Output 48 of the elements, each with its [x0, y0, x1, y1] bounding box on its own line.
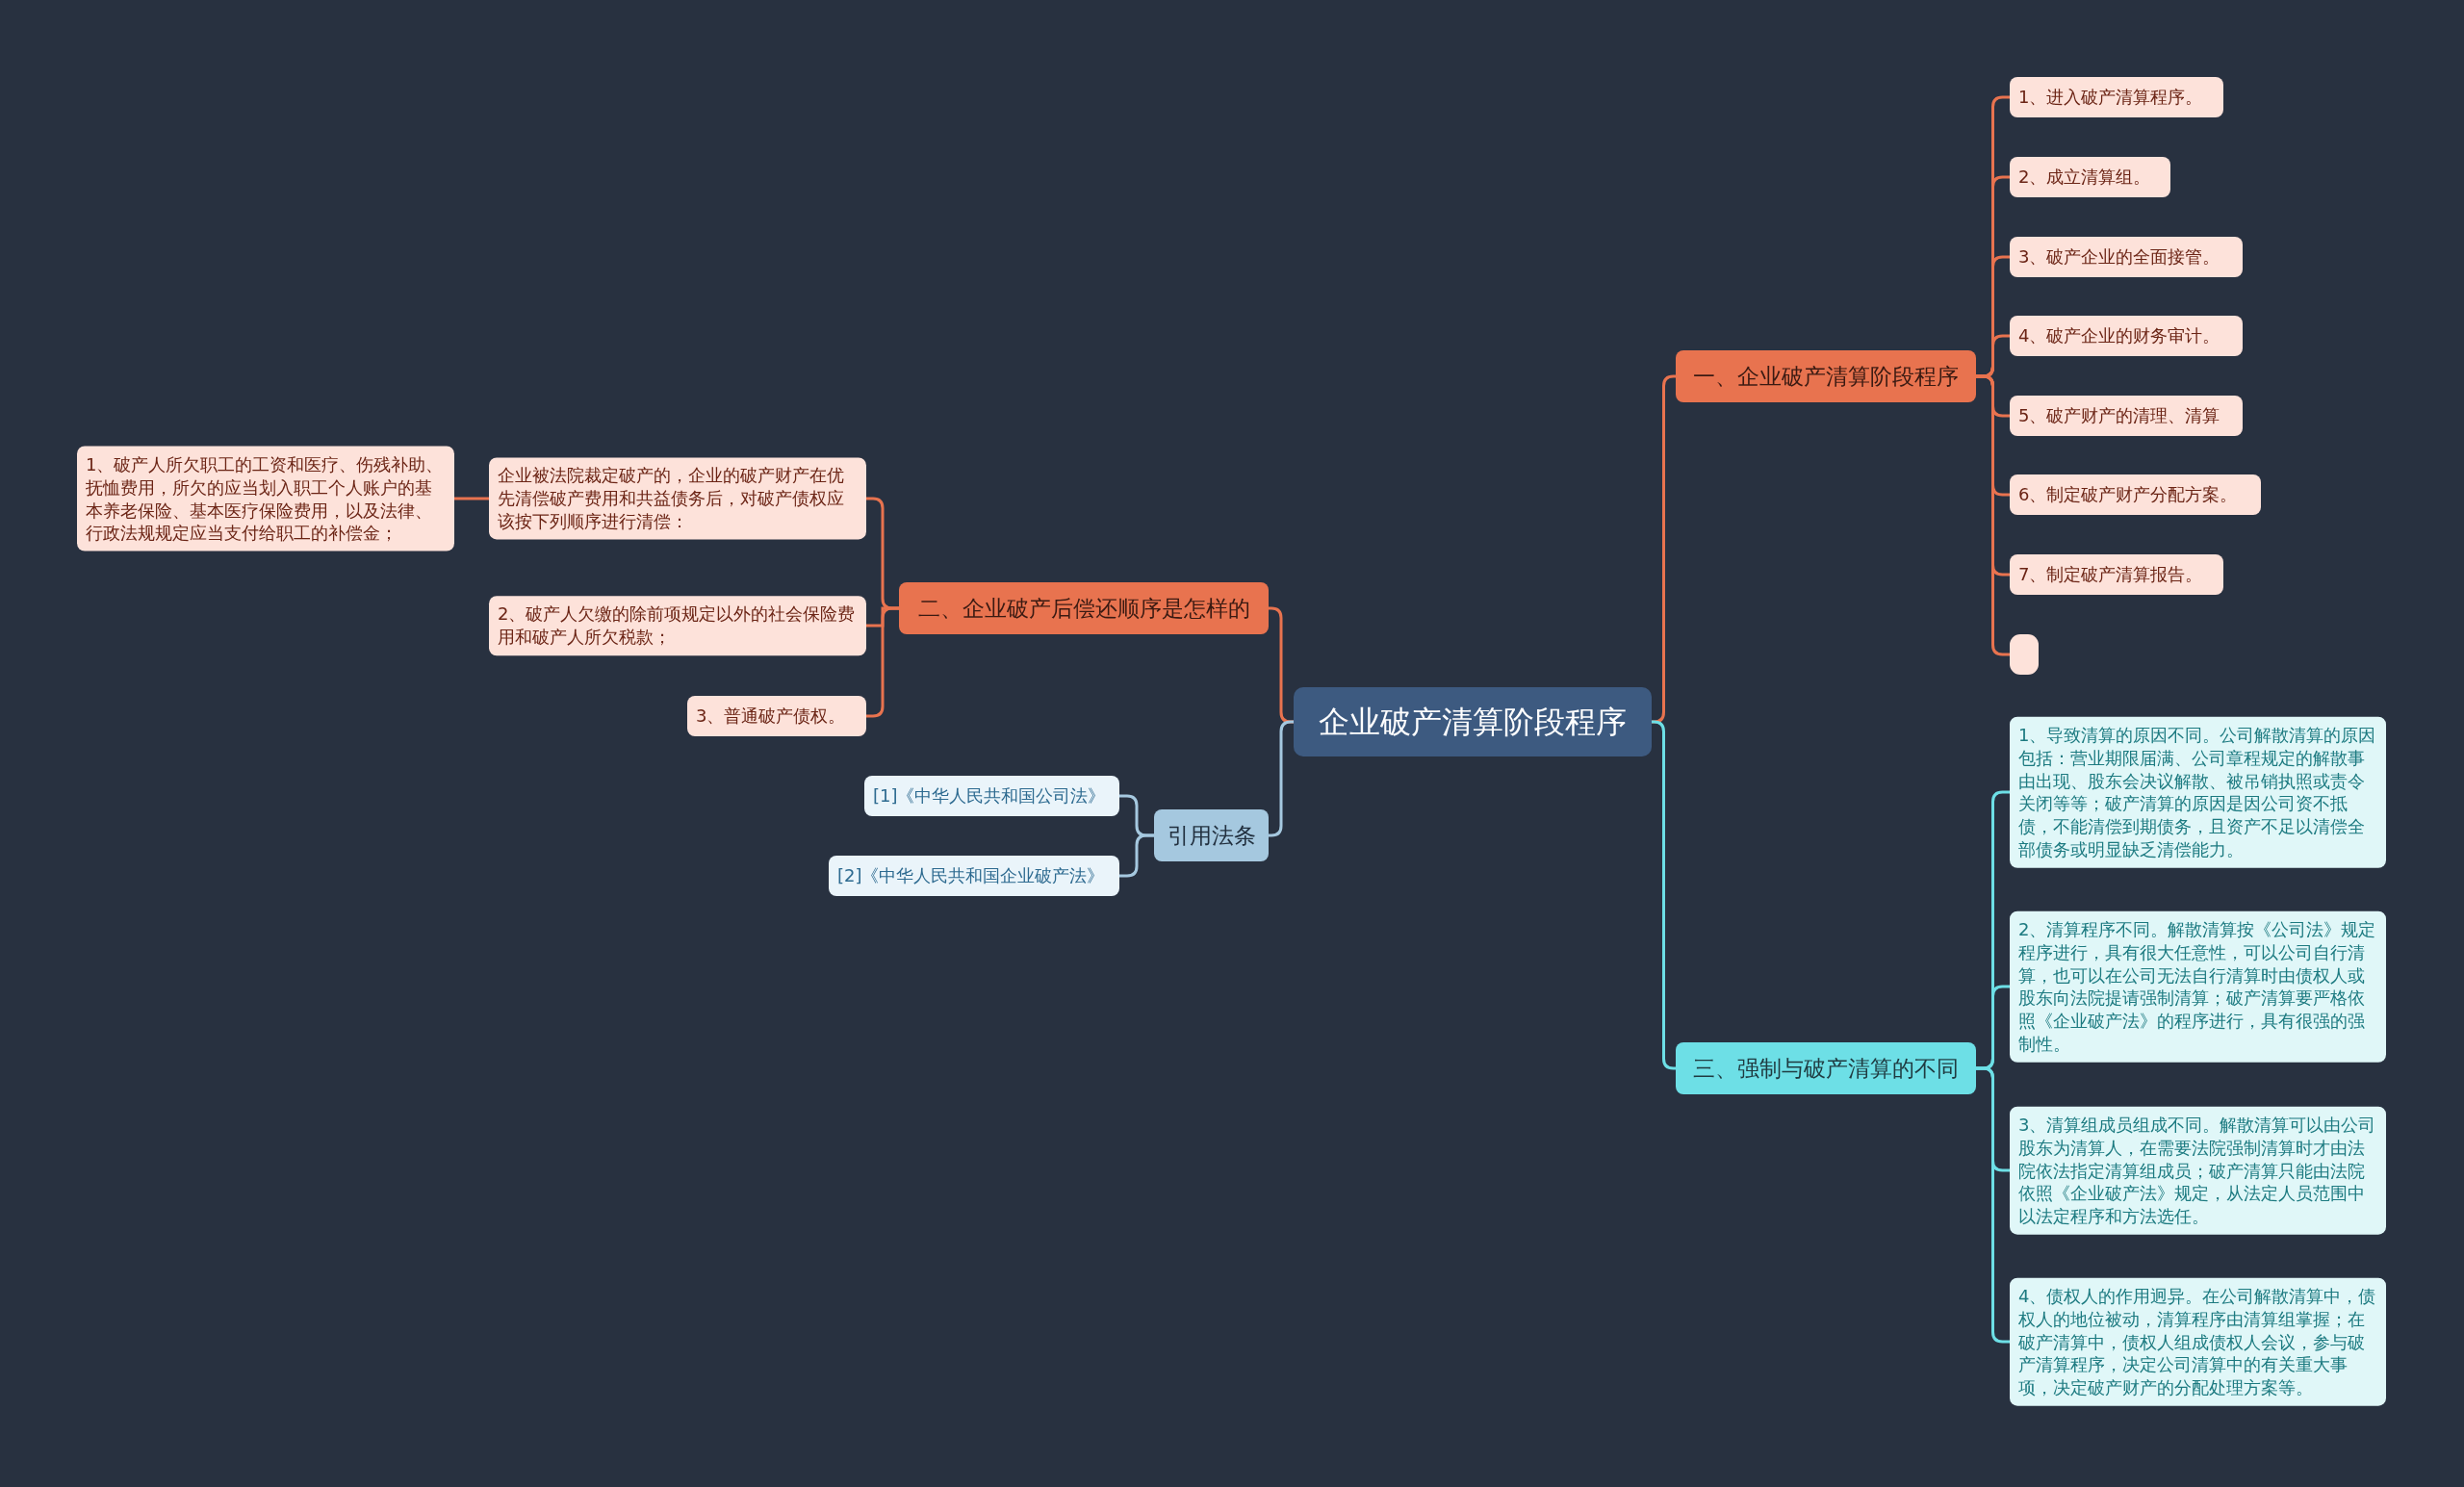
topic-text: [1]《中华人民共和国公司法》	[873, 784, 1106, 808]
connector-line	[452, 497, 491, 500]
topic-text: 2、成立清算组。	[2018, 166, 2151, 189]
branch-topic-box	[1154, 809, 1269, 861]
topic-text: 2、清算程序不同。解散清算按《公司法》规定程序进行，具有很大任意性，可以公司自行清算，也可以在公司无法自行清算时由债权人或股东向法院提请强制清算；破产清算要严格依照《企业破产法》的程序进行，具有很强的强制性。	[2018, 917, 2377, 1056]
connector-line	[1974, 374, 2012, 656]
topic-text: 引用法条	[1167, 821, 1256, 850]
subtopic-box	[2010, 237, 2243, 277]
topic-text: 4、债权人的作用迥异。在公司解散清算中，债权人的地位被动，清算程序由清算组掌握；在破产清算中，债权人组成债权人会议，参与破产清算程序，决定公司清算中的有关重大事项，决定破产财产的分配处理方案等。	[2018, 1284, 2377, 1399]
topic-text: 企业破产清算阶段程序	[1319, 702, 1627, 742]
topic-text: 1、破产人所欠职工的工资和医疗、伤残补助、抚恤费用，所欠的应当划入职工个人账户的基本养老保险、基本医疗保险费用，以及法律、行政法规规定应当支付给职工的补偿金；	[86, 452, 445, 545]
subtopic-box	[829, 856, 1119, 896]
empty-box	[2010, 634, 2039, 675]
subtopic-box	[2010, 316, 2243, 356]
topic-text: 4、破产企业的财务审计。	[2018, 324, 2220, 347]
subtopic-box	[864, 776, 1119, 816]
connector-line	[1974, 1066, 2012, 1344]
connector-line	[1267, 720, 1296, 837]
subtopic-box	[687, 696, 866, 736]
topic-text: 3、普通破产债权。	[696, 705, 846, 728]
topic-text: 6、制定破产财产分配方案。	[2018, 483, 2238, 506]
topic-text: 1、进入破产清算程序。	[2018, 86, 2203, 109]
subtopic-box	[489, 457, 866, 540]
branch-topic-box	[899, 582, 1269, 634]
topic-text: 三、强制与破产清算的不同	[1693, 1054, 1959, 1083]
connector-line	[864, 606, 901, 718]
topic-text: 7、制定破产清算报告。	[2018, 563, 2203, 586]
connector-line	[1117, 833, 1156, 878]
topic-text: 5、破产财产的清理、清算	[2018, 404, 2220, 427]
topic-text: 3、清算组成员组成不同。解散清算可以由公司股东为清算人，在需要法院强制清算时才由法院依法指定清算组成员；破产清算只能由法院依照《企业破产法》规定，从法定人员范围中以法定程序和方法选任。	[2018, 1113, 2377, 1228]
subtopic-box	[2010, 157, 2170, 197]
topic-text: 1、导致清算的原因不同。公司解散清算的原因包括：营业期限届满、公司章程规定的解散事由出现、股东会决议解散、被吊销执照或责令关闭等等；破产清算的原因是因公司资不抵债，不能清偿到期债务，且资产不足以清偿全部债务或明显缺乏清偿能力。	[2018, 723, 2377, 861]
subtopic-box	[2010, 474, 2261, 515]
topic-text: 2、破产人欠缴的除前项规定以外的社会保险费用和破产人所欠税款；	[498, 602, 857, 649]
connector-line	[1650, 720, 1678, 1070]
topic-text: 3、破产企业的全面接管。	[2018, 245, 2220, 269]
topic-text: 企业被法院裁定破产的，企业的破产财产在优先清偿破产费用和共益债务后，对破产债权应该按下列顺序进行清偿：	[498, 464, 845, 533]
branch-topic-box	[1676, 350, 1976, 402]
subtopic-box	[2010, 77, 2223, 117]
subtopic-box	[2010, 554, 2223, 595]
subtopic-box	[2010, 396, 2243, 436]
central-topic-box	[1294, 687, 1652, 756]
topic-text: [2]《中华人民共和国企业破产法》	[837, 864, 1105, 887]
subtopic-box	[489, 596, 866, 655]
branch-topic-box	[1676, 1042, 1976, 1094]
topic-text: 一、企业破产清算阶段程序	[1693, 362, 1959, 391]
subtopic-box	[77, 446, 454, 551]
topic-text: 二、企业破产后偿还顺序是怎样的	[917, 594, 1250, 623]
